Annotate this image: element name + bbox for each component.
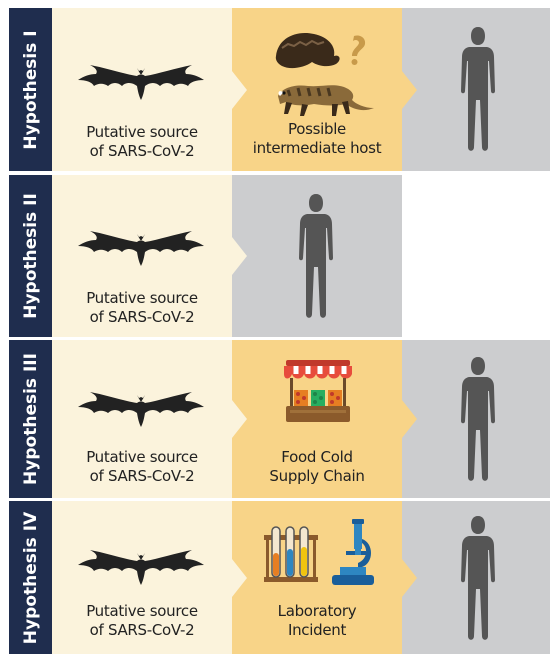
source-caption: Putative source of SARS-CoV-2: [52, 123, 232, 161]
caption-line: of SARS-CoV-2: [89, 142, 195, 160]
hypothesis-row-1: Hypothesis I Possible intermediate host: [9, 8, 550, 171]
hypothesis-label-text: Hypothesis IV: [20, 511, 41, 644]
intermediate-caption: Possible intermediate host: [232, 120, 402, 158]
bat-icon: [76, 547, 206, 587]
human-panel: [402, 8, 550, 171]
caption-line: Possible: [287, 120, 346, 138]
arrow-notch: [232, 237, 247, 275]
caption-line: of SARS-CoV-2: [89, 308, 195, 326]
source-panel: Putative source of SARS-CoV-2: [52, 175, 247, 337]
intermediate-panel: Food Cold Supply Chain: [232, 340, 417, 498]
source-panel: Putative source of SARS-CoV-2: [52, 501, 247, 654]
hypothesis-label: Hypothesis I: [9, 8, 52, 171]
intermediate-panel: Laboratory Incident: [232, 501, 417, 654]
hypotheses-diagram: Hypothesis I Possible intermediate host: [9, 8, 550, 654]
caption-line: Putative source: [86, 289, 198, 307]
caption-line: Putative source: [86, 448, 198, 466]
hypothesis-label: Hypothesis III: [9, 340, 52, 498]
hypothesis-label-text: Hypothesis III: [20, 353, 41, 485]
market-stall-icon: [284, 360, 352, 422]
intermediate-caption: Food Cold Supply Chain: [232, 448, 402, 486]
arrow-notch: [232, 558, 247, 597]
caption-line: of SARS-CoV-2: [89, 621, 195, 639]
hypothesis-label: Hypothesis IV: [9, 501, 52, 654]
caption-line: Putative source: [86, 602, 198, 620]
arrow-notch: [402, 400, 417, 438]
arrow-notch: [402, 558, 417, 597]
pangolin-civet-question-icon: [275, 32, 374, 116]
human-silhouette-icon: [458, 25, 498, 155]
hypothesis-label-text: Hypothesis I: [20, 29, 41, 150]
caption-line: Putative source: [86, 123, 198, 141]
hypothesis-label-text: Hypothesis II: [20, 193, 41, 319]
human-silhouette-icon: [458, 514, 498, 644]
human-panel: [402, 340, 550, 498]
caption-line: Supply Chain: [269, 467, 365, 485]
caption-line: Laboratory: [277, 602, 357, 620]
hypothesis-row-4: Hypothesis IV: [9, 501, 550, 654]
human-panel: [402, 501, 550, 654]
intermediate-caption: Laboratory Incident: [232, 602, 402, 640]
test-tubes-microscope-icon: [264, 519, 374, 585]
bat-icon: [76, 62, 206, 102]
caption-line: of SARS-CoV-2: [89, 467, 195, 485]
bat-icon: [76, 389, 206, 429]
intermediate-panel: Possible intermediate host: [232, 8, 417, 171]
hypothesis-label: Hypothesis II: [9, 175, 52, 337]
arrow-notch: [232, 400, 247, 438]
source-caption: Putative source of SARS-CoV-2: [52, 602, 232, 640]
empty-panel: [402, 175, 550, 337]
caption-line: Food Cold: [281, 448, 353, 466]
source-caption: Putative source of SARS-CoV-2: [52, 289, 232, 327]
source-caption: Putative source of SARS-CoV-2: [52, 448, 232, 486]
human-silhouette-icon: [296, 192, 336, 322]
source-panel: Putative source of SARS-CoV-2: [52, 8, 247, 171]
source-panel: Putative source of SARS-CoV-2: [52, 340, 247, 498]
human-silhouette-icon: [458, 355, 498, 485]
human-panel: [232, 175, 402, 337]
caption-line: intermediate host: [252, 139, 382, 157]
arrow-notch: [232, 70, 247, 109]
bat-icon: [76, 228, 206, 268]
arrow-notch: [402, 70, 417, 109]
hypothesis-row-3: Hypothesis III Food Cold: [9, 340, 550, 498]
hypothesis-row-2: Hypothesis II Putative source of SARS-Co…: [9, 175, 550, 337]
caption-line: Incident: [287, 621, 347, 639]
